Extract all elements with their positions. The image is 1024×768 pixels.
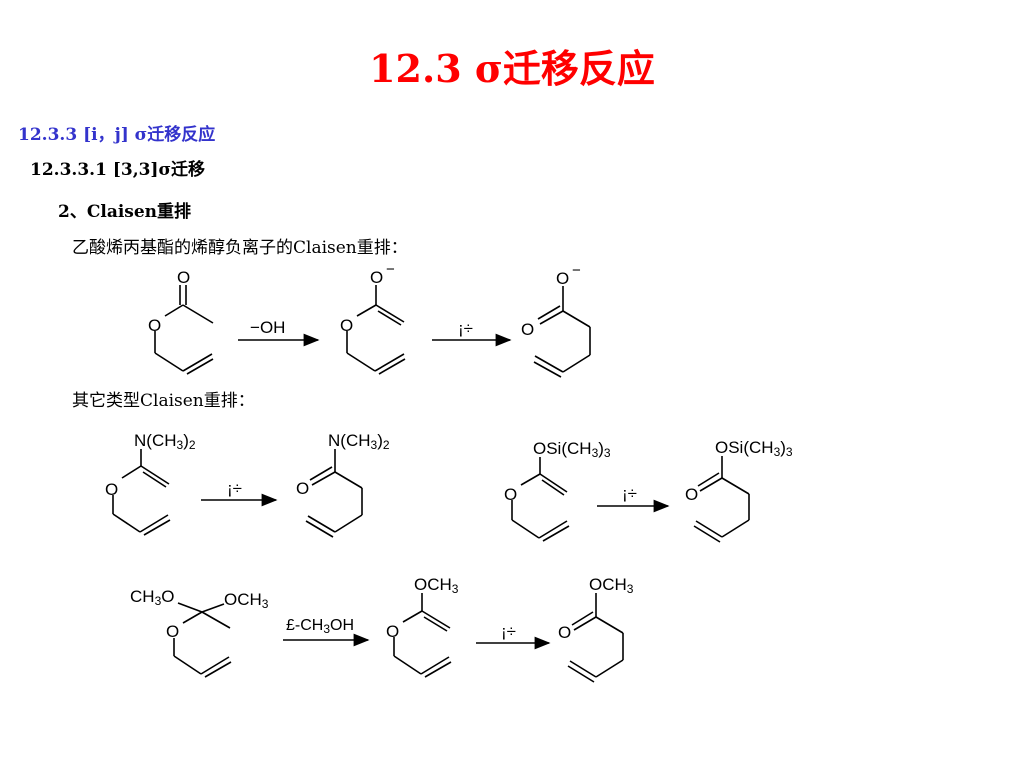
substituent-trimethylsilyloxy: OSi(CH3)3 [533, 439, 611, 460]
atom-label: O [504, 485, 517, 504]
atom-label: O [166, 622, 179, 641]
atom-label: O [685, 485, 698, 504]
atom-label: O [521, 320, 534, 339]
description-other-types: 其它类型Claisen重排： [72, 391, 255, 411]
condition-heat: ¡÷ [458, 319, 473, 338]
atom-label: O [177, 268, 190, 287]
charge-minus: − [386, 261, 395, 278]
atom-label: O [340, 316, 353, 335]
substituent-dimethylamino: N(CH3)2 [134, 431, 196, 452]
silyl-pentenoate-structure [693, 456, 750, 543]
atom-label: O [386, 622, 399, 641]
atom-label: O [370, 268, 383, 287]
allyl-enolate-structure [346, 285, 406, 375]
subsection-heading: 12.3.3.1 [3,3]σ迁移 [30, 160, 206, 180]
page-title: 12.3 σ迁移反应 [369, 46, 655, 91]
substituent-methoxy: OCH3 [589, 575, 634, 596]
condition-heat: ¡÷ [227, 479, 242, 498]
atom-label: O [105, 480, 118, 499]
ketene-aminal-structure [112, 449, 171, 536]
condition-heat: ¡÷ [622, 484, 637, 503]
substituent-trimethylsilyloxy: OSi(CH3)3 [715, 438, 793, 459]
methyl-pentenoate-structure [567, 593, 624, 683]
pentenoate-structure [533, 286, 591, 378]
pentenamide-structure [305, 449, 363, 538]
substituent-methoxy: OCH3 [414, 575, 459, 596]
allyl-acetate-structure [154, 285, 214, 375]
atom-label: O [296, 479, 309, 498]
atom-label: O [558, 623, 571, 642]
ketene-acetal-structure [393, 593, 452, 678]
section-heading: 12.3.3 [i，j] σ迁移反应 [18, 125, 216, 145]
description-enolate: 乙酸烯丙基酯的烯醇负离子的Claisen重排： [72, 238, 408, 258]
atom-label: O [556, 269, 569, 288]
charge-minus: − [572, 262, 581, 279]
condition-heat: ¡÷ [501, 622, 516, 641]
silyl-ketene-acetal-structure [511, 457, 570, 542]
atom-label: O [148, 316, 161, 335]
substituent-dimethylamino: N(CH3)2 [328, 431, 390, 452]
substituent-methoxy: CH3O [130, 587, 174, 608]
reagent-hydroxide: −OH [250, 318, 285, 337]
reagent-minus-methanol: £-CH3OH [286, 617, 354, 636]
item-heading: 2、Claisen重排 [58, 202, 192, 222]
orthoester-structure [173, 602, 232, 678]
substituent-methoxy: OCH3 [224, 590, 269, 611]
